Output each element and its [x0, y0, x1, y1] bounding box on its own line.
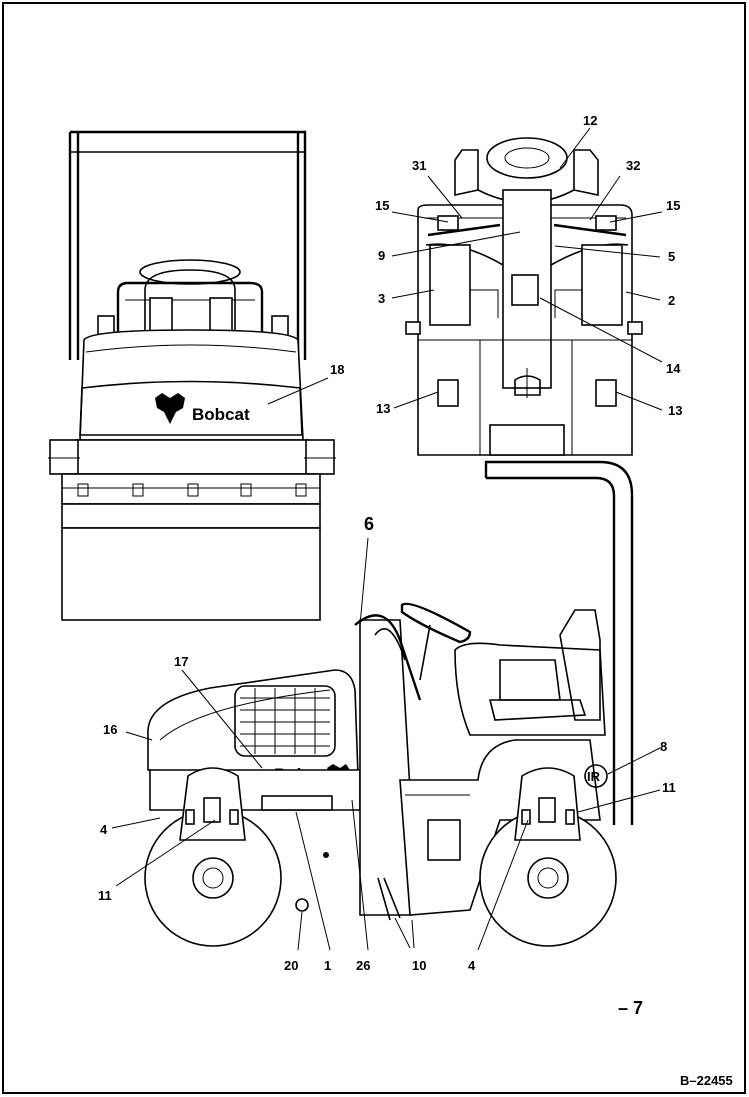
side-view: Bobcat IR	[144, 460, 634, 947]
leader-lines	[111, 127, 663, 951]
ir-logo: IR	[587, 769, 601, 784]
front-view: Bobcat	[48, 130, 336, 621]
callout-10: 10	[412, 958, 426, 973]
callout-8: 8	[660, 739, 667, 754]
callout-15-left: 15	[375, 198, 389, 213]
bobcat-logo-front	[155, 393, 185, 424]
bobcat-wordmark-front: Bobcat	[192, 405, 250, 424]
callout-32: 32	[626, 158, 640, 173]
callout-31: 31	[412, 158, 426, 173]
callout-16: 16	[103, 722, 117, 737]
callout-2: 2	[668, 293, 675, 308]
callout-17: 17	[174, 654, 188, 669]
figure-id: B–22455	[680, 1073, 733, 1088]
page-mark: – 7	[618, 998, 643, 1018]
callout-1: 1	[324, 958, 331, 973]
rear-view	[405, 137, 643, 456]
callout-4-right: 4	[468, 958, 476, 973]
callout-12: 12	[583, 113, 597, 128]
callout-11-left: 11	[98, 888, 112, 903]
callout-3: 3	[378, 291, 385, 306]
callout-26: 26	[356, 958, 370, 973]
callout-14: 14	[666, 361, 681, 376]
callout-18: 18	[330, 362, 344, 377]
callout-20: 20	[284, 958, 298, 973]
callout-15-right: 15	[666, 198, 680, 213]
callout-9: 9	[378, 248, 385, 263]
callout-13-right: 13	[668, 403, 682, 418]
callout-13-left: 13	[376, 401, 390, 416]
callout-5: 5	[668, 249, 675, 264]
callout-4-left: 4	[100, 822, 108, 837]
callout-11-right: 11	[662, 780, 676, 795]
callout-6: 6	[364, 514, 374, 534]
